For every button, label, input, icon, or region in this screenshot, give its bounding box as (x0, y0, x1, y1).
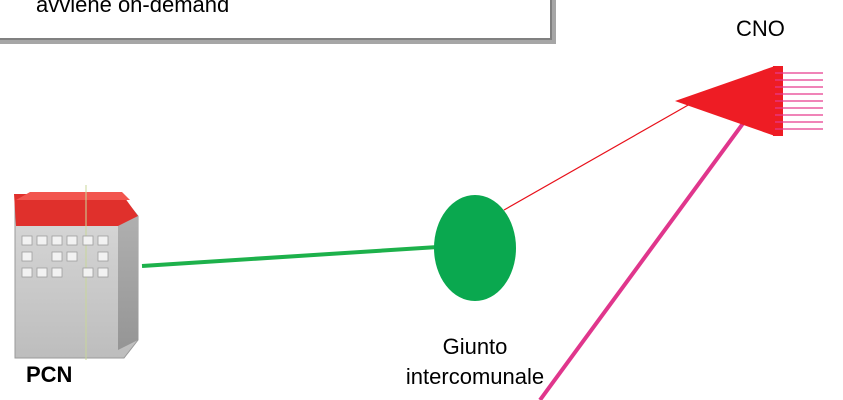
callout-text: avviene on-demand (36, 0, 230, 17)
info-callout: avviene on-demand (0, 0, 552, 40)
junction-ellipse-icon (434, 195, 516, 301)
cno-label: CNO (736, 16, 785, 41)
magenta-link (538, 116, 749, 400)
red-link (503, 103, 691, 211)
cno-splitter-icon (675, 66, 823, 136)
pcn-label: PCN (26, 362, 73, 387)
giunto-label: Giunto intercomunale (355, 332, 595, 392)
green-link (141, 245, 439, 268)
giunto-label-line2: intercomunale (405, 364, 545, 389)
building-icon (14, 185, 139, 360)
giunto-label-line1: Giunto (442, 334, 508, 359)
